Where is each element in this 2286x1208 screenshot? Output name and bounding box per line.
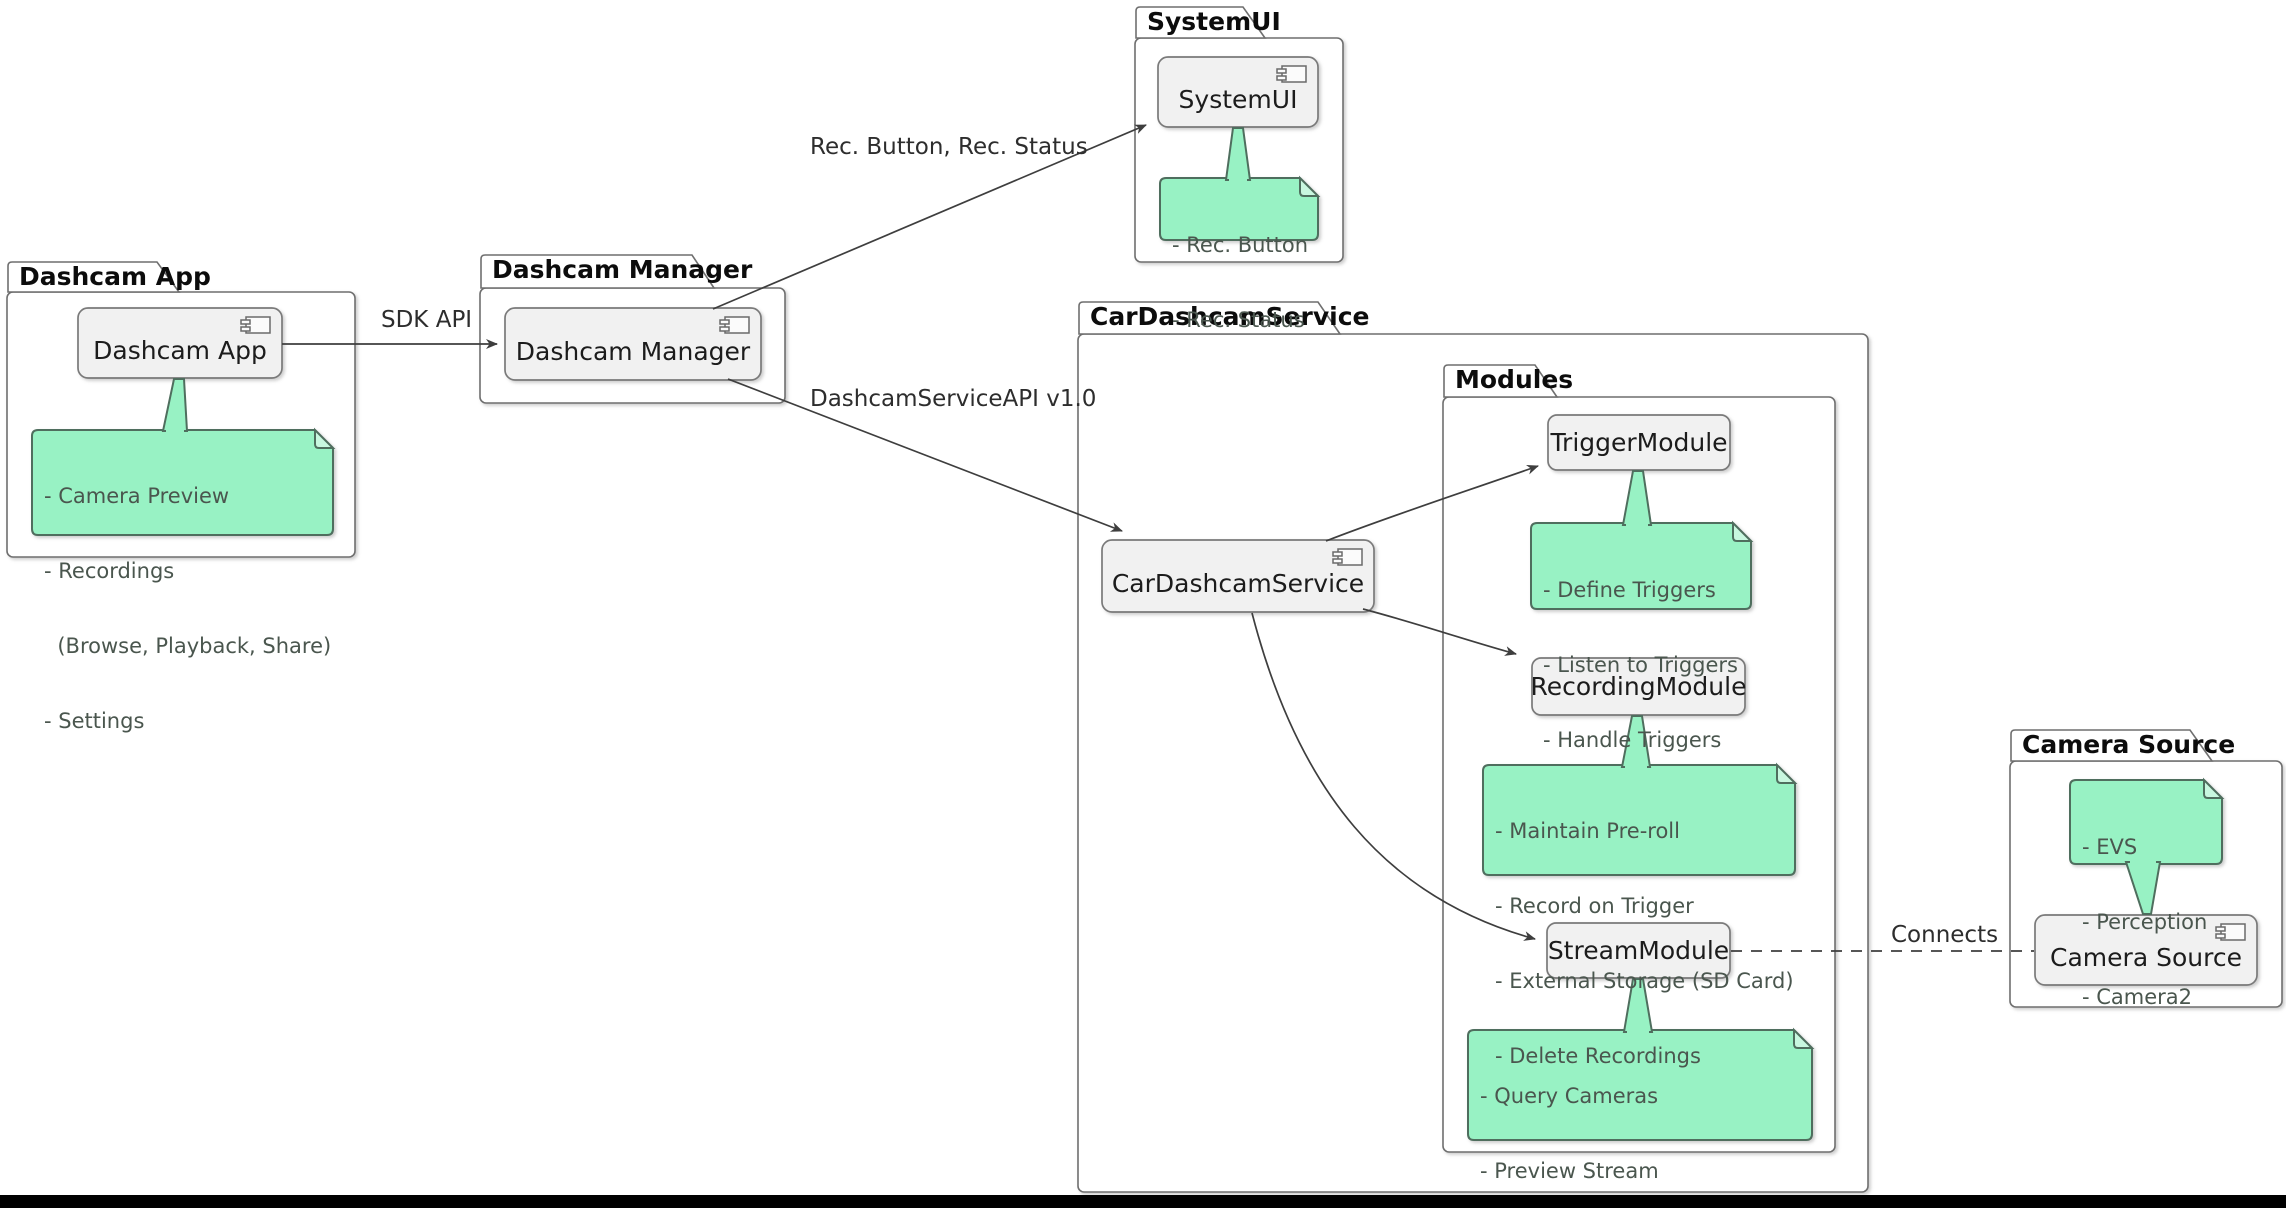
- component-camera-source: Camera Source: [2050, 942, 2242, 972]
- note-line: - Camera2: [2082, 985, 2193, 1009]
- edge-label-rec-button-status: Rec. Button, Rec. Status: [810, 134, 1088, 160]
- component-trigger-module: TriggerModule: [1550, 428, 1728, 457]
- connector-service-to-stream: [1251, 612, 1536, 941]
- note-line: - Delete Recordings: [1495, 1044, 1701, 1068]
- connector-rec-button-status: [712, 124, 1147, 310]
- bottom-bar: [0, 1195, 2286, 1208]
- note-line: - Maintain Pre-roll: [1495, 819, 1680, 843]
- note-trigger-module-shape: [1530, 470, 1754, 610]
- note-line: - External Storage (SD Card): [1495, 969, 1794, 993]
- note-stream-module-shape: [1467, 978, 1815, 1141]
- component-systemui: SystemUI: [1178, 84, 1298, 114]
- component-dashcam-manager-shape: [504, 307, 762, 381]
- component-icon: [240, 316, 271, 334]
- connector-dashcam-service-api: [727, 378, 1123, 532]
- package-title-camera-source: Camera Source: [2022, 730, 2236, 759]
- component-stream-module: StreamModule: [1547, 936, 1730, 965]
- note-systemui-shape: [1159, 127, 1321, 241]
- package-title-modules: Modules: [1455, 365, 1574, 394]
- component-icon: [1332, 548, 1363, 566]
- package-title-dashcam-manager: Dashcam Manager: [492, 255, 753, 284]
- component-icon: [719, 316, 750, 334]
- note-dashcam-app: - Camera Preview - Recordings (Browse, P…: [44, 434, 331, 759]
- note-line: - Define Triggers: [1543, 578, 1716, 602]
- component-car-dashcam-service: CarDashcamService: [1111, 568, 1365, 598]
- note-trigger-module: - Define Triggers - Listen to Triggers -…: [1543, 528, 1738, 778]
- component-recording-module: RecordingModule: [1530, 672, 1747, 701]
- component-dashcam-manager: Dashcam Manager: [515, 336, 751, 366]
- edge-label-connects: Connects: [1891, 922, 1999, 948]
- note-camera-source-shape: [2069, 777, 2225, 915]
- component-car-dashcam-service-shape: [1101, 539, 1375, 613]
- note-line: - Settings: [44, 709, 145, 733]
- note-dashcam-app-shape: [31, 378, 336, 536]
- component-icon: [1276, 65, 1307, 83]
- note-line: - Query Cameras: [1480, 1084, 1659, 1108]
- note-line: - Recordings: [44, 559, 175, 583]
- note-line: - Rec. Status: [1172, 308, 1305, 332]
- note-line: - Listen to Triggers: [1543, 653, 1738, 677]
- note-line: - EVS: [2082, 835, 2138, 859]
- connector-service-to-recording: [1362, 608, 1517, 656]
- package-title-car-dashcam-service: CarDashcamService: [1090, 302, 1370, 331]
- note-stream-module: - Query Cameras - Preview Stream - Snaps…: [1480, 1034, 1815, 1208]
- component-dashcam-app: Dashcam App: [93, 335, 267, 365]
- note-line: (Browse, Playback, Share): [44, 634, 332, 658]
- edge-label-dashcam-service-api: DashcamServiceAPI v1.0: [810, 386, 1097, 412]
- edge-label-sdk-api: SDK API: [381, 307, 473, 333]
- note-line: - Rec. Button: [1172, 233, 1309, 257]
- note-recording-module: - Maintain Pre-roll - Record on Trigger …: [1495, 769, 1794, 1094]
- component-icon: [2215, 923, 2246, 941]
- package-title-dashcam-app: Dashcam App: [19, 262, 211, 291]
- note-systemui: - Rec. Button - Rec. Status: [1172, 183, 1308, 358]
- connector-service-to-trigger: [1325, 464, 1539, 542]
- note-line: - Record on Trigger: [1495, 894, 1694, 918]
- package-title-systemui: SystemUI: [1147, 7, 1281, 36]
- note-line: - Handle Triggers: [1543, 728, 1722, 752]
- note-line: - Perception: [2082, 910, 2208, 934]
- note-camera-source: - EVS - Perception - Camera2: [2082, 785, 2207, 1035]
- note-line: - Preview Stream: [1480, 1159, 1659, 1183]
- note-line: - Camera Preview: [44, 484, 230, 508]
- note-recording-module-shape: [1482, 715, 1798, 876]
